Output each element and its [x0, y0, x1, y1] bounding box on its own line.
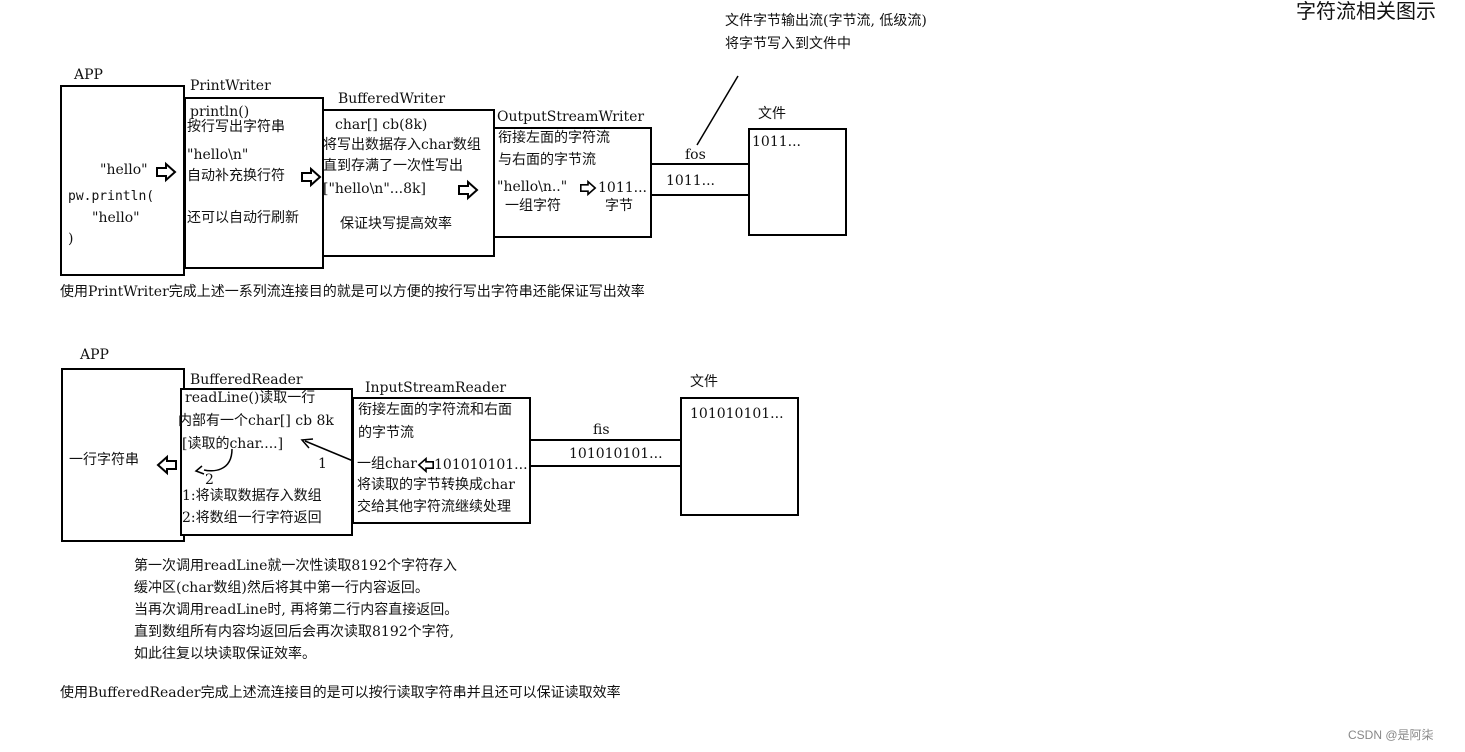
printwriter-box	[184, 97, 324, 269]
isr-line-6: 交给其他字符流继续处理	[357, 499, 511, 515]
writer-app-hello: "hello"	[100, 162, 148, 178]
fos-annotation-line-2: 将字节写入到文件中	[725, 36, 851, 52]
fos-annotation-line-1: 文件字节输出流(字节流, 低级流)	[725, 13, 927, 29]
hollow-right-arrow-icon	[301, 166, 322, 188]
isr-bytes: 101010101...	[434, 457, 528, 473]
bufferedwriter-line-4: ["hello\n"...8k]	[323, 181, 426, 197]
bufferedreader-line-5: 1:将读取数据存入数组	[182, 488, 322, 504]
reader-file-box	[680, 397, 799, 516]
bufferedwriter-line-2: 将写出数据存入char数组	[323, 137, 481, 153]
bufferedreader-line-6: 2:将数组一行字符返回	[182, 510, 322, 526]
writer-app-close: )	[68, 231, 74, 247]
reader-note-line-5: 如此往复以块读取保证效率。	[134, 646, 316, 662]
osw-line-1: 衔接左面的字符流	[498, 130, 610, 146]
reader-file-value: 101010101...	[690, 406, 784, 422]
fis-pipe-top	[530, 439, 682, 441]
osw-chars-caption: 一组字符	[505, 198, 561, 214]
bufferedwriter-line-1: char[] cb(8k)	[335, 117, 428, 133]
bufferedwriter-line-3: 直到存满了一次性写出	[323, 158, 463, 174]
fos-value: 1011...	[666, 173, 715, 189]
isr-label: InputStreamReader	[365, 380, 507, 396]
reader-step-1: 1	[318, 456, 327, 472]
fis-label: fis	[593, 422, 610, 438]
printwriter-line-1: println()	[190, 104, 250, 120]
reader-file-label: 文件	[690, 374, 718, 390]
watermark: CSDN @是阿柒	[1348, 728, 1434, 742]
printwriter-line-2: 按行写出字符串	[187, 119, 285, 135]
reader-note-line-2: 缓冲区(char数组)然后将其中第一行内容返回。	[134, 580, 429, 596]
osw-chars: "hello\n.."	[497, 179, 568, 195]
bufferedreader-line-3: [读取的char....]	[182, 436, 284, 452]
printwriter-label: PrintWriter	[190, 78, 271, 94]
hollow-right-arrow-icon	[580, 179, 597, 197]
isr-chars: 一组char	[357, 456, 417, 472]
bufferedreader-line-2: 内部有一个char[] cb 8k	[178, 413, 334, 429]
reader-note-line-3: 当再次调用readLine时, 再将第二行内容直接返回。	[134, 602, 459, 618]
osw-line-2: 与右面的字节流	[498, 152, 596, 168]
printwriter-line-3: "hello\n"	[187, 147, 249, 163]
reader-note-line-1: 第一次调用readLine就一次性读取8192个字符存入	[134, 558, 457, 574]
bufferedreader-step-2: 2	[205, 472, 214, 488]
isr-box	[352, 397, 531, 524]
bufferedreader-label: BufferedReader	[190, 372, 303, 388]
isr-line-5: 将读取的字节转换成char	[357, 477, 515, 493]
writer-app-arg: "hello"	[92, 210, 140, 226]
isr-line-1: 衔接左面的字符流和右面	[358, 402, 512, 418]
writer-file-value: 1011...	[752, 134, 801, 150]
fis-pipe-bottom	[530, 465, 682, 467]
reader-app-text: 一行字符串	[69, 452, 139, 468]
bufferedwriter-label: BufferedWriter	[338, 91, 446, 107]
osw-label: OutputStreamWriter	[497, 109, 645, 125]
writer-file-label: 文件	[758, 106, 786, 122]
fis-value: 101010101...	[569, 446, 663, 462]
writer-file-box	[748, 128, 847, 236]
bufferedwriter-line-5: 保证块写提高效率	[340, 216, 452, 232]
osw-bytes: 1011...	[598, 180, 647, 196]
osw-bytes-caption: 字节	[605, 198, 633, 214]
reader-caption: 使用BufferedReader完成上述流连接目的是可以按行读取字符串并且还可以…	[60, 685, 621, 701]
printwriter-line-4: 自动补充换行符	[187, 168, 285, 184]
reader-note-line-4: 直到数组所有内容均返回后会再次读取8192个字符,	[134, 624, 455, 640]
fos-pipe-top	[651, 163, 749, 165]
diagram-title: 字符流相关图示	[1296, 0, 1436, 23]
hollow-right-arrow-icon	[458, 179, 479, 201]
hollow-right-arrow-icon	[156, 161, 177, 183]
writer-app-label: APP	[74, 67, 103, 83]
reader-app-label: APP	[80, 347, 109, 363]
osw-box	[493, 127, 652, 238]
fos-label: fos	[685, 147, 706, 163]
writer-app-call: pw.println(	[68, 189, 155, 204]
writer-caption: 使用PrintWriter完成上述一系列流连接目的就是可以方便的按行写出字符串还…	[60, 284, 645, 300]
reader-app-box	[61, 368, 185, 542]
bufferedwriter-box	[322, 109, 495, 257]
hollow-left-arrow-icon	[417, 456, 434, 474]
hollow-left-arrow-icon	[156, 454, 177, 476]
fos-pipe-bottom	[651, 194, 749, 196]
bufferedreader-line-1: readLine()读取一行	[185, 390, 316, 406]
isr-line-2: 的字节流	[358, 425, 414, 441]
printwriter-line-5: 还可以自动行刷新	[187, 210, 299, 226]
